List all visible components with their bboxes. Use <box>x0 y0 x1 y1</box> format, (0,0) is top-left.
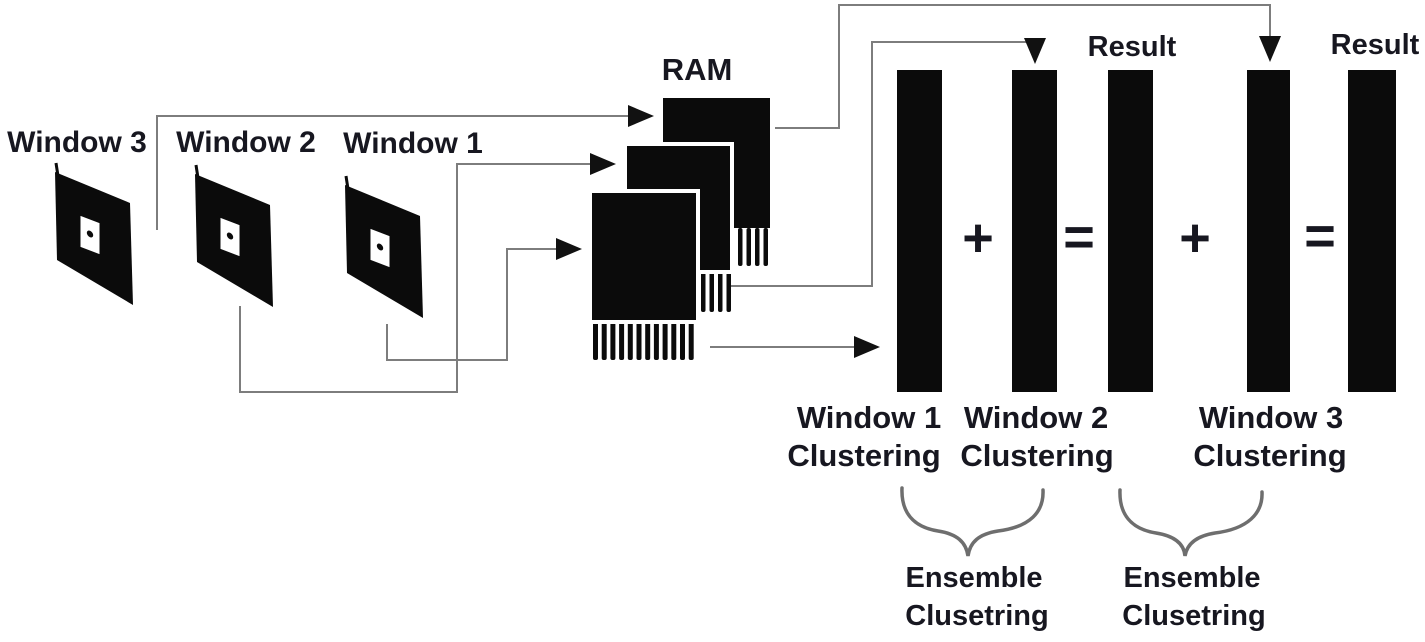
bar2-label-line2: Clustering <box>960 438 1113 473</box>
connector-lines <box>156 4 1281 393</box>
bar-result-1 <box>1108 70 1153 392</box>
plus-operator-2: + <box>1179 208 1211 268</box>
clustering-bars <box>897 70 1396 392</box>
bar-result-2 <box>1348 70 1396 392</box>
window2-header-label: Window 2 <box>176 126 316 159</box>
brace-ensemble-2 <box>1118 488 1264 557</box>
bar2-label-line1: Window 2 <box>964 400 1108 435</box>
connector-rammiddle-to-bar2 <box>731 38 1046 287</box>
ram-label: RAM <box>662 52 733 87</box>
bar1-label-line2: Clustering <box>787 438 940 473</box>
window-1-dot <box>376 243 384 251</box>
ram-chip-front-pins <box>593 320 694 360</box>
ram-chip-front <box>588 189 700 360</box>
bar-window2-clustering <box>1012 70 1057 392</box>
window-1-node <box>344 175 423 318</box>
window-2-node <box>194 164 273 307</box>
equals-operator-1: = <box>1063 207 1095 267</box>
result-1-label: Result <box>1088 31 1177 63</box>
equals-operator-2: = <box>1304 206 1336 266</box>
ensemble2-label-line1: Ensemble <box>1124 562 1261 594</box>
connector-ramback-to-bar4 <box>775 4 1281 129</box>
bar-window3-clustering <box>1247 70 1290 392</box>
bar1-label-line1: Window 1 <box>797 400 941 435</box>
bar-window1-clustering <box>897 70 942 392</box>
window-2-dot <box>226 232 234 240</box>
ensemble1-label-line2: Clusetring <box>905 600 1048 632</box>
result-2-label: Result <box>1331 29 1420 61</box>
brace-ensemble-1 <box>900 486 1045 557</box>
ensemble2-label-line2: Clusetring <box>1122 600 1265 632</box>
ensemble1-label-line1: Ensemble <box>906 562 1043 594</box>
window1-header-label: Window 1 <box>343 127 483 160</box>
window-3-dot <box>86 230 94 238</box>
bar4-label-line2: Clustering <box>1193 438 1346 473</box>
ram-chip-front-body <box>588 189 700 324</box>
connector-window2-to-ram-middle <box>239 153 616 393</box>
plus-operator-1: + <box>962 208 994 268</box>
bar4-label-line1: Window 3 <box>1199 400 1343 435</box>
window-3-node <box>54 162 133 305</box>
connector-window3-to-ram-back <box>156 105 654 230</box>
connector-window1-to-ram-front <box>386 238 582 361</box>
window3-header-label: Window 3 <box>7 126 147 159</box>
